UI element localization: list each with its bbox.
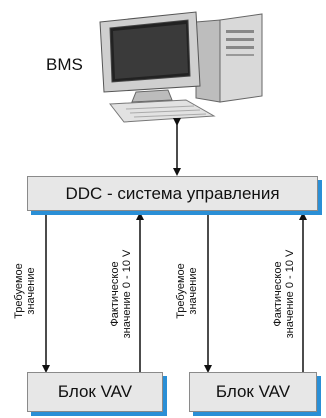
ddc-control-box: DDC - система управления [27,176,318,211]
label-actual-2: Фактическое значение 0 - 10 V [272,249,296,339]
vav-unit-box-2: Блок VAV [189,372,317,412]
vav-unit-box-1: Блок VAV [27,372,163,412]
label-required-1: Требуемое значение [13,263,37,319]
label-required-2: Требуемое значение [175,263,199,319]
bms-label: BMS [46,55,83,74]
label-actual-1: Фактическое значение 0 - 10 V [109,249,133,339]
